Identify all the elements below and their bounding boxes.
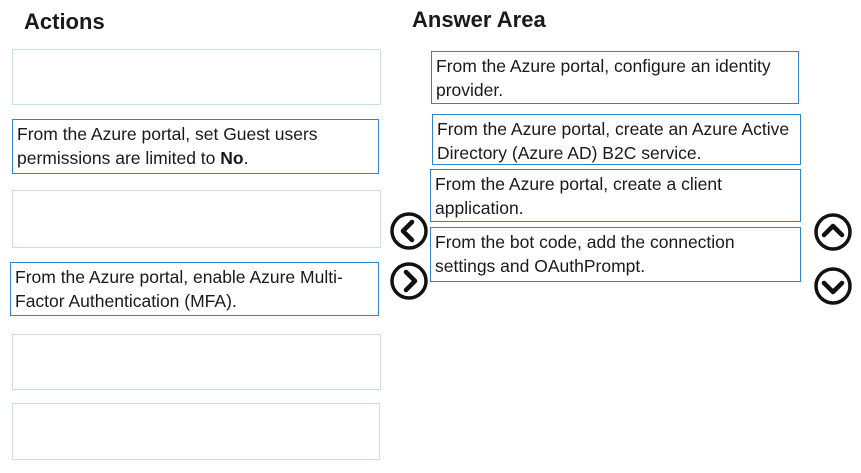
actions-empty-slot-3[interactable]: [12, 334, 381, 390]
answer-tile-create-client-app[interactable]: From the Azure portal, create a client a…: [430, 169, 801, 222]
chevron-down-circle-icon: [814, 267, 852, 305]
action-tile-guest-permissions[interactable]: From the Azure portal, set Guest users p…: [12, 119, 379, 174]
move-up-button[interactable]: [813, 212, 853, 252]
action-tile-guest-permissions-text: From the Azure portal, set Guest users p…: [17, 124, 318, 168]
answer-tile-3-text: From the Azure portal, create a client a…: [435, 174, 722, 218]
move-left-button[interactable]: [389, 211, 429, 251]
chevron-right-circle-icon: [390, 262, 428, 300]
answer-tile-create-b2c-service[interactable]: From the Azure portal, create an Azure A…: [432, 114, 801, 165]
answer-tile-4-text: From the bot code, add the connection se…: [435, 232, 735, 276]
actions-empty-slot-1[interactable]: [12, 49, 381, 105]
actions-empty-slot-2[interactable]: [12, 190, 381, 248]
action-tile-guest-permissions-end: .: [243, 148, 249, 168]
action-tile-guest-permissions-bold: No: [220, 148, 244, 168]
answer-tile-configure-identity-provider[interactable]: From the Azure portal, configure an iden…: [431, 51, 799, 104]
action-tile-enable-mfa[interactable]: From the Azure portal, enable Azure Mult…: [10, 262, 379, 316]
chevron-up-circle-icon: [814, 213, 852, 251]
answer-tile-add-oauth-prompt[interactable]: From the bot code, add the connection se…: [430, 227, 801, 282]
answer-tile-2-text: From the Azure portal, create an Azure A…: [437, 119, 790, 163]
answer-tile-1-text: From the Azure portal, configure an iden…: [436, 56, 771, 100]
move-right-button[interactable]: [389, 261, 429, 301]
move-down-button[interactable]: [813, 266, 853, 306]
answer-area-heading: Answer Area: [412, 7, 546, 32]
action-tile-enable-mfa-text: From the Azure portal, enable Azure Mult…: [15, 267, 343, 311]
actions-empty-slot-4[interactable]: [12, 403, 380, 460]
actions-heading: Actions: [24, 9, 105, 34]
chevron-left-circle-icon: [390, 212, 428, 250]
